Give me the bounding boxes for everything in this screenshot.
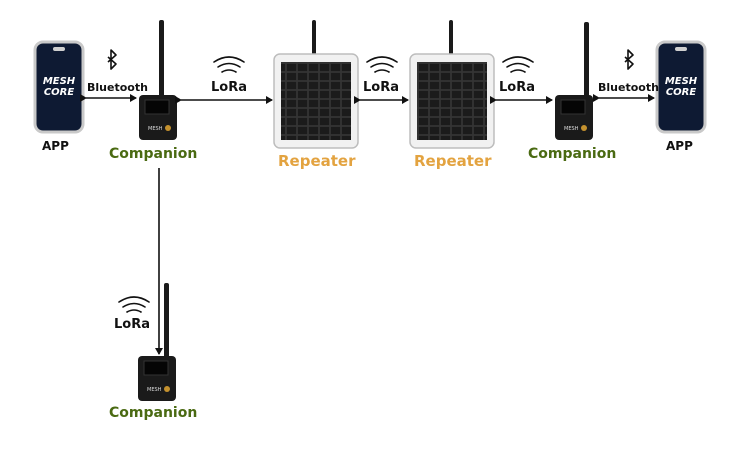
repeater-device-2 bbox=[409, 20, 495, 149]
bluetooth-label-right: Bluetooth bbox=[598, 81, 659, 94]
antenna-icon bbox=[312, 20, 316, 60]
wifi-signal-icon bbox=[502, 56, 534, 73]
solar-panel-icon bbox=[417, 62, 487, 140]
wifi-signal-icon bbox=[118, 296, 150, 313]
bluetooth-icon bbox=[107, 49, 117, 70]
svg-text:MESH: MESH bbox=[147, 387, 162, 393]
companion-label-left: Companion bbox=[109, 146, 198, 162]
svg-text:MESH: MESH bbox=[564, 126, 579, 132]
phone-icon-right bbox=[655, 40, 707, 134]
app-label-left: APP bbox=[42, 139, 69, 153]
repeater-device-1 bbox=[273, 20, 359, 149]
companion-label-bottom: Companion bbox=[109, 405, 198, 421]
repeater-label-2: Repeater bbox=[414, 152, 492, 170]
lora-label-vertical: LoRa bbox=[114, 317, 150, 332]
repeater-label-1: Repeater bbox=[278, 152, 356, 170]
bluetooth-label-left: Bluetooth bbox=[87, 81, 148, 94]
wifi-signal-icon bbox=[366, 56, 398, 73]
antenna-icon bbox=[449, 20, 453, 60]
bluetooth-icon bbox=[624, 49, 634, 70]
svg-text:MESH: MESH bbox=[148, 126, 163, 132]
antenna-icon bbox=[159, 20, 164, 98]
companion-device-right: MESH bbox=[555, 22, 593, 140]
app-label-right: APP bbox=[666, 139, 693, 153]
companion-label-right: Companion bbox=[528, 146, 617, 162]
companion-device-left: MESH bbox=[139, 20, 177, 140]
wifi-signal-icon bbox=[213, 56, 245, 73]
phone-icon-left bbox=[33, 40, 85, 134]
lora-label-2: LoRa bbox=[363, 80, 399, 95]
lora-label-1: LoRa bbox=[211, 80, 247, 95]
companion-device-bottom: MESH bbox=[138, 283, 176, 401]
lora-label-3: LoRa bbox=[499, 80, 535, 95]
solar-panel-icon bbox=[281, 62, 351, 140]
antenna-icon bbox=[164, 283, 169, 360]
antenna-icon bbox=[584, 22, 589, 98]
